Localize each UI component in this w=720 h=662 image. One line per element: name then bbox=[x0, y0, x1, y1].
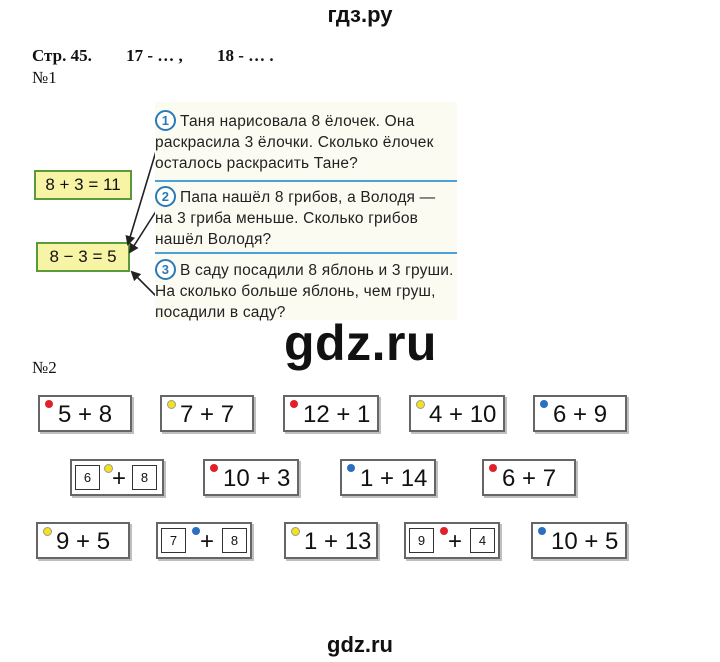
red-dot-icon bbox=[489, 464, 497, 472]
expression-card: 1 + 14 bbox=[340, 459, 436, 496]
yellow-dot-icon bbox=[291, 527, 300, 536]
expression-card: 6 + 7 bbox=[482, 459, 576, 496]
task-number-2: 2 bbox=[155, 186, 176, 207]
arrow-task1 bbox=[125, 137, 161, 246]
equation-box-difference: 8 − 3 = 5 bbox=[36, 242, 130, 272]
blue-dot-icon bbox=[347, 464, 355, 472]
red-dot-icon bbox=[440, 527, 448, 535]
expression-text: 10 + 5 bbox=[551, 528, 619, 555]
yellow-dot-icon bbox=[416, 400, 425, 409]
expression-text: 6 + 9 bbox=[553, 401, 608, 428]
expression-card: 9 + 5 bbox=[36, 522, 130, 559]
red-dot-icon bbox=[210, 464, 218, 472]
expression-text: 1 + 13 bbox=[304, 528, 372, 555]
page-number: Стр. 45. bbox=[32, 46, 92, 65]
red-dot-icon bbox=[45, 400, 53, 408]
number-box: 8 bbox=[132, 465, 157, 490]
section-1-label: №1 bbox=[32, 68, 57, 87]
expression-text: 10 + 3 bbox=[223, 465, 291, 492]
expression-card: 6 + 9 bbox=[533, 395, 627, 432]
expression-text: 5 + 8 bbox=[58, 401, 113, 428]
expression-card: 7 + 7 bbox=[160, 395, 254, 432]
expression-text: 6 + 7 bbox=[502, 465, 557, 492]
task-divider bbox=[155, 180, 457, 182]
plus-sign: + bbox=[448, 528, 463, 555]
site-title-top: гдз.ру bbox=[327, 2, 393, 27]
decomposition-card: 6 + 8 bbox=[70, 459, 164, 496]
decomposition-card: 9 + 4 bbox=[404, 522, 500, 559]
expression-card: 10 + 3 bbox=[203, 459, 299, 496]
expression-card: 4 + 10 bbox=[409, 395, 505, 432]
equation-box-sum: 8 + 3 = 11 bbox=[34, 170, 132, 200]
watermark: gdz.ru bbox=[284, 315, 437, 371]
expression-card: 5 + 8 bbox=[38, 395, 132, 432]
task-text-3: В саду посадили 8 яблонь и 3 груши. На с… bbox=[155, 262, 454, 321]
expression-text: 9 + 5 bbox=[56, 528, 111, 555]
expression-text: 12 + 1 bbox=[303, 401, 371, 428]
page-reference: Стр. 45. 17 - … , 18 - … . bbox=[32, 46, 274, 66]
expression-text: 7 + 7 bbox=[180, 401, 235, 428]
task-text-1: Таня нарисовала 8 ёлочек. Она раскрасила… bbox=[155, 113, 434, 172]
blue-dot-icon bbox=[540, 400, 548, 408]
number-box: 6 bbox=[75, 465, 100, 490]
yellow-dot-icon bbox=[104, 464, 113, 473]
expression-text: 4 + 10 bbox=[429, 401, 497, 428]
expression-card: 1 + 13 bbox=[284, 522, 378, 559]
task-divider bbox=[155, 252, 457, 254]
expression-text: 1 + 14 bbox=[360, 465, 428, 492]
exercise-ref-2: 18 - … . bbox=[217, 46, 274, 65]
task-number-3: 3 bbox=[155, 259, 176, 280]
yellow-dot-icon bbox=[167, 400, 176, 409]
plus-sign: + bbox=[200, 528, 215, 555]
plus-sign: + bbox=[112, 465, 127, 492]
yellow-dot-icon bbox=[43, 527, 52, 536]
number-box: 9 bbox=[409, 528, 434, 553]
task-text-2: Папа нашёл 8 грибов, а Володя — на 3 гри… bbox=[155, 189, 436, 248]
blue-dot-icon bbox=[192, 527, 200, 535]
number-box: 7 bbox=[161, 528, 186, 553]
expression-card: 12 + 1 bbox=[283, 395, 379, 432]
exercise-ref-1: 17 - … , bbox=[126, 46, 183, 65]
section-2-label: №2 bbox=[32, 358, 57, 377]
number-box: 4 bbox=[470, 528, 495, 553]
blue-dot-icon bbox=[538, 527, 546, 535]
expression-card: 10 + 5 bbox=[531, 522, 627, 559]
number-box: 8 bbox=[222, 528, 247, 553]
red-dot-icon bbox=[290, 400, 298, 408]
site-title-bottom: gdz.ru bbox=[327, 632, 393, 657]
task-number-1: 1 bbox=[155, 110, 176, 131]
decomposition-card: 7 + 8 bbox=[156, 522, 252, 559]
